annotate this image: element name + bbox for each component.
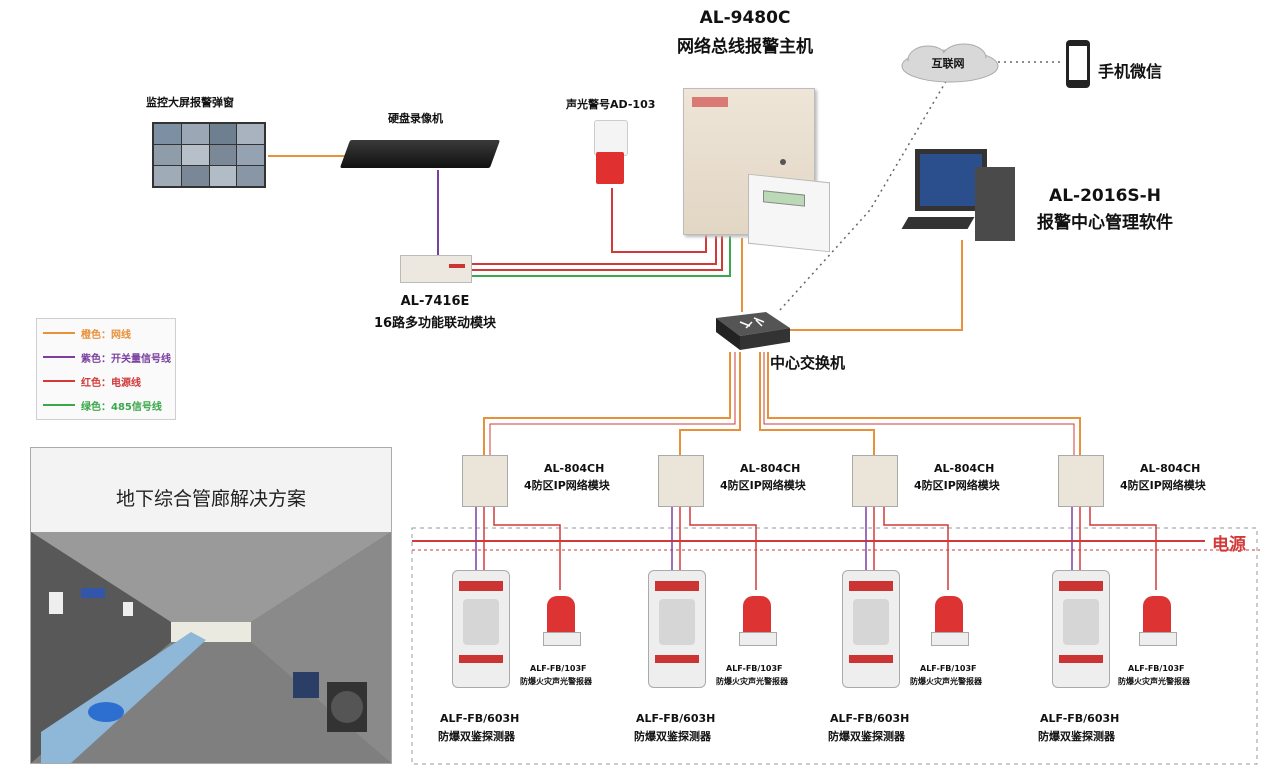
- detector-icon: [648, 570, 706, 688]
- detector-icon: [1052, 570, 1110, 688]
- alarm-name: 防爆火灾声光警报器: [910, 677, 982, 686]
- cloud-icon: [901, 43, 999, 83]
- switch-icon: [716, 312, 790, 350]
- alarm-beacon-icon: [1139, 596, 1177, 646]
- alarm-beacon-icon: [739, 596, 777, 646]
- legend-swatch: [43, 332, 75, 334]
- alarm-model: ALF-FB/103F: [726, 664, 783, 673]
- main-host-model: AL-9480C: [699, 8, 791, 28]
- tunnel-photo: 地下综合管廊解决方案: [30, 447, 392, 764]
- photo-title: 地下综合管廊解决方案: [115, 488, 306, 510]
- detector-model: ALF-FB/603H: [830, 712, 910, 725]
- switch-label: 中心交换机: [770, 354, 846, 372]
- detector-name: 防爆双鉴探测器: [438, 730, 515, 743]
- detector-name: 防爆双鉴探测器: [634, 730, 711, 743]
- ip-module-box-icon: [852, 455, 898, 507]
- alarm-name: 防爆火灾声光警报器: [520, 677, 592, 686]
- siren-icon: [592, 120, 628, 186]
- alarm-beacon-icon: [931, 596, 969, 646]
- software-model: AL-2016S-H: [1049, 186, 1161, 206]
- internet-label: 互联网: [931, 57, 965, 70]
- monitor-wall-label: 监控大屏报警弹窗: [146, 96, 234, 109]
- ip-module-name: 4防区IP网络模块: [720, 479, 806, 492]
- detector-name: 防爆双鉴探测器: [828, 730, 905, 743]
- tunnel-illustration: [31, 532, 391, 763]
- ip-module-model: AL-804CH: [544, 462, 605, 475]
- linkage-module-icon: [400, 255, 472, 283]
- ip-module-box-icon: [1058, 455, 1104, 507]
- nvr-icon: [339, 140, 501, 168]
- cabinet-keyhole-icon: [780, 159, 786, 165]
- alarm-model: ALF-FB/103F: [530, 664, 587, 673]
- ip-module-name: 4防区IP网络模块: [914, 479, 1000, 492]
- nvr-label: 硬盘录像机: [388, 112, 443, 125]
- legend: 橙色：网线 紫色：开关量信号线 红色：电源线 绿色：485信号线: [36, 318, 176, 420]
- legend-item: 绿色：485信号线: [43, 397, 162, 413]
- legend-item: 红色：电源线: [43, 373, 141, 389]
- legend-text: 橙色：网线: [81, 329, 131, 341]
- ip-module-box-icon: [658, 455, 704, 507]
- legend-text: 紫色：开关量信号线: [81, 353, 171, 365]
- detector-icon: [452, 570, 510, 688]
- power-label: 电源: [1212, 535, 1246, 555]
- alarm-name: 防爆火灾声光警报器: [716, 677, 788, 686]
- detector-model: ALF-FB/603H: [1040, 712, 1120, 725]
- ip-module-model: AL-804CH: [1140, 462, 1201, 475]
- alarm-model: ALF-FB/103F: [920, 664, 977, 673]
- detector-model: ALF-FB/603H: [636, 712, 716, 725]
- ip-module-box-icon: [462, 455, 508, 507]
- legend-item: 橙色：网线: [43, 325, 131, 341]
- keypad-icon: [748, 173, 830, 253]
- legend-swatch: [43, 356, 75, 358]
- linkage-module-model: AL-7416E: [400, 294, 470, 309]
- phone-label: 手机微信: [1098, 62, 1163, 81]
- ip-module-name: 4防区IP网络模块: [1120, 479, 1206, 492]
- legend-swatch: [43, 404, 75, 406]
- ip-module-model: AL-804CH: [740, 462, 801, 475]
- cabinet-logo-icon: [692, 97, 728, 107]
- alarm-name: 防爆火灾声光警报器: [1118, 677, 1190, 686]
- main-host-name: 网络总线报警主机: [677, 37, 813, 57]
- ip-module-name: 4防区IP网络模块: [524, 479, 610, 492]
- detector-model: ALF-FB/603H: [440, 712, 520, 725]
- alarm-beacon-icon: [543, 596, 581, 646]
- siren-label: 声光警号AD-103: [566, 98, 656, 111]
- legend-text: 红色：电源线: [81, 377, 141, 389]
- video-wall-icon: [152, 122, 266, 188]
- computer-icon: [901, 145, 1025, 245]
- ip-module-model: AL-804CH: [934, 462, 995, 475]
- detector-name: 防爆双鉴探测器: [1038, 730, 1115, 743]
- alarm-model: ALF-FB/103F: [1128, 664, 1185, 673]
- phone-icon: [1066, 40, 1090, 88]
- software-name: 报警中心管理软件: [1037, 213, 1173, 233]
- detector-icon: [842, 570, 900, 688]
- legend-item: 紫色：开关量信号线: [43, 349, 171, 365]
- legend-text: 绿色：485信号线: [81, 401, 162, 413]
- legend-swatch: [43, 380, 75, 382]
- linkage-module-name: 16路多功能联动模块: [373, 316, 497, 331]
